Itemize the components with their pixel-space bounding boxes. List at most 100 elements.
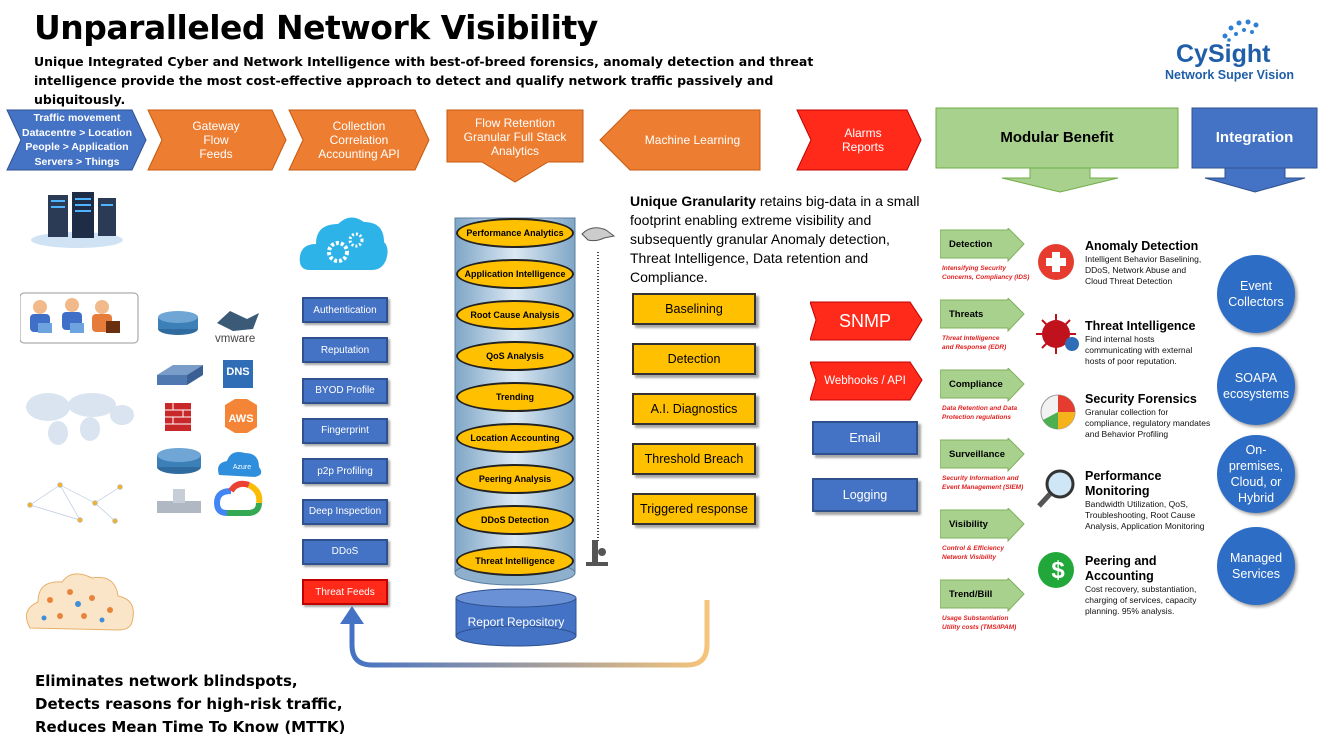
action-2: Detection (632, 343, 756, 375)
benefit-sub-line: Usage Substantiation (942, 615, 1009, 622)
benefit-sub-line: Protection regulations (942, 414, 1011, 421)
feature-desc-line: Granular collection for (1085, 407, 1169, 417)
report-repository-icon (455, 588, 577, 647)
first-aid-icon (1038, 244, 1074, 280)
collection-item-2: Reputation (302, 337, 388, 364)
collection-item-3: BYOD Profile (302, 377, 388, 404)
feature-title: Peering and Accounting (1085, 554, 1157, 583)
benefit-label-3: Compliance (949, 378, 1003, 390)
benefit-arrow-3 (940, 368, 1025, 402)
pie-icon (1040, 394, 1076, 430)
vmware-icon (217, 311, 259, 331)
stack-layer-1: Performance Analytics (456, 218, 574, 248)
page-title: Unparalleled Network Visibility (34, 8, 598, 47)
feature-desc-line: Analysis, Application Monitoring (1085, 521, 1205, 531)
action-5: Triggered response (632, 493, 756, 525)
benefit-sub-line: and Response (EDR) (942, 344, 1007, 351)
zoom-decoration (581, 227, 616, 566)
webhooks-label: Webhooks / API (824, 375, 906, 387)
collection-item-8: Threat Feeds (302, 579, 388, 606)
feature-title: Threat Intelligence (1085, 319, 1196, 333)
alarms-chevron (796, 109, 922, 171)
logging-box: Logging (812, 478, 918, 512)
feature-desc-line: Bandwidth Utilization, QoS, (1085, 499, 1188, 509)
stack-layer-7: Peering Analysis (456, 464, 574, 494)
benefit-label-1: Detection (949, 238, 993, 250)
ml-arrow (599, 109, 761, 171)
dns-label: DNS (226, 366, 250, 378)
benefit-label-4: Surveillance (949, 448, 1005, 460)
dollar-sign: $ (1051, 557, 1065, 584)
feature-desc-line: Cost recovery, substantiation, (1085, 584, 1197, 594)
benefit-sub-line: Control & Efficiency (942, 545, 1005, 552)
output-arrows (810, 301, 923, 401)
aws-icon (225, 399, 257, 433)
stack-layer-4: QoS Analysis (456, 341, 574, 371)
left-icons (20, 192, 139, 631)
modular-benefit-label: Modular Benefit (1000, 129, 1114, 146)
stack-layer-2: Application Intelligence (456, 259, 574, 289)
router-icon (158, 311, 198, 335)
collection-item-6: Deep Inspection (302, 498, 388, 525)
microscope-icon (586, 540, 608, 566)
brand-name: CySight (1176, 40, 1271, 68)
benefit-arrow-6 (940, 578, 1025, 612)
benefit-sub-line: Event Management (SIEM) (942, 484, 1024, 491)
integration-label: Integration (1215, 129, 1294, 146)
eagle-icon (581, 227, 616, 242)
action-1: Baselining (632, 293, 756, 325)
feature-title: Performance Monitoring (1085, 469, 1162, 498)
integration-item-4: Managed Services (1217, 527, 1295, 605)
modular-benefit-box (935, 107, 1179, 169)
firewall-icon (165, 403, 191, 431)
feedback-arrow (340, 600, 710, 668)
feature-desc-line: compliance, regulatory mandates (1085, 418, 1211, 428)
stack-layer-5: Trending (456, 382, 574, 412)
stack-layer-8: DDoS Detection (456, 505, 574, 535)
azure-icon (218, 452, 262, 477)
feature-desc-line: Intelligent Behavior Baselining, (1085, 254, 1202, 264)
retention-callout (446, 109, 584, 183)
pipe-icon (157, 489, 201, 513)
feature-title: Security Forensics (1085, 392, 1197, 406)
action-3: A.I. Diagnostics (632, 393, 756, 425)
email-box: Email (812, 421, 918, 455)
collection-chevron (288, 109, 430, 171)
feature-desc-line: charging of services, capacity (1085, 595, 1197, 605)
world-map-icon (26, 393, 134, 445)
network-router-icon (157, 448, 201, 474)
dns-icon (223, 360, 253, 388)
page-subtitle: Unique Integrated Cyber and Network Inte… (34, 54, 814, 107)
aws-label: AWS (228, 413, 254, 425)
people-icon (20, 292, 139, 344)
benefit-arrow-4 (940, 438, 1025, 472)
feature-desc-line: and Behavior Profiling (1085, 429, 1169, 439)
collection-item-7: DDoS (302, 538, 388, 565)
ml-label: Machine Learning (644, 133, 741, 147)
network-graph-icon (27, 482, 123, 524)
snmp-label: SNMP (838, 310, 891, 331)
traffic-chevron (6, 109, 147, 171)
benefit-arrow-2 (940, 298, 1025, 332)
feature-desc-line: Cloud Threat Detection (1085, 276, 1173, 286)
collection-item-5: p2p Profiling (302, 458, 388, 485)
google-cloud-icon (213, 480, 263, 516)
benefit-sub-line: Utility costs (TMS/IPAM) (942, 624, 1017, 631)
feature-desc-line: communicating with external (1085, 345, 1193, 355)
iot-cloud-icon (25, 573, 134, 631)
cysight-logo-icon (1222, 19, 1259, 42)
feature-desc-line: Troubleshooting, Root Cause (1085, 510, 1196, 520)
bottom-summary: Eliminates network blindspots, Detects r… (35, 672, 346, 736)
action-4: Threshold Breach (632, 443, 756, 475)
benefit-sub-line: Network Visibility (942, 554, 996, 561)
